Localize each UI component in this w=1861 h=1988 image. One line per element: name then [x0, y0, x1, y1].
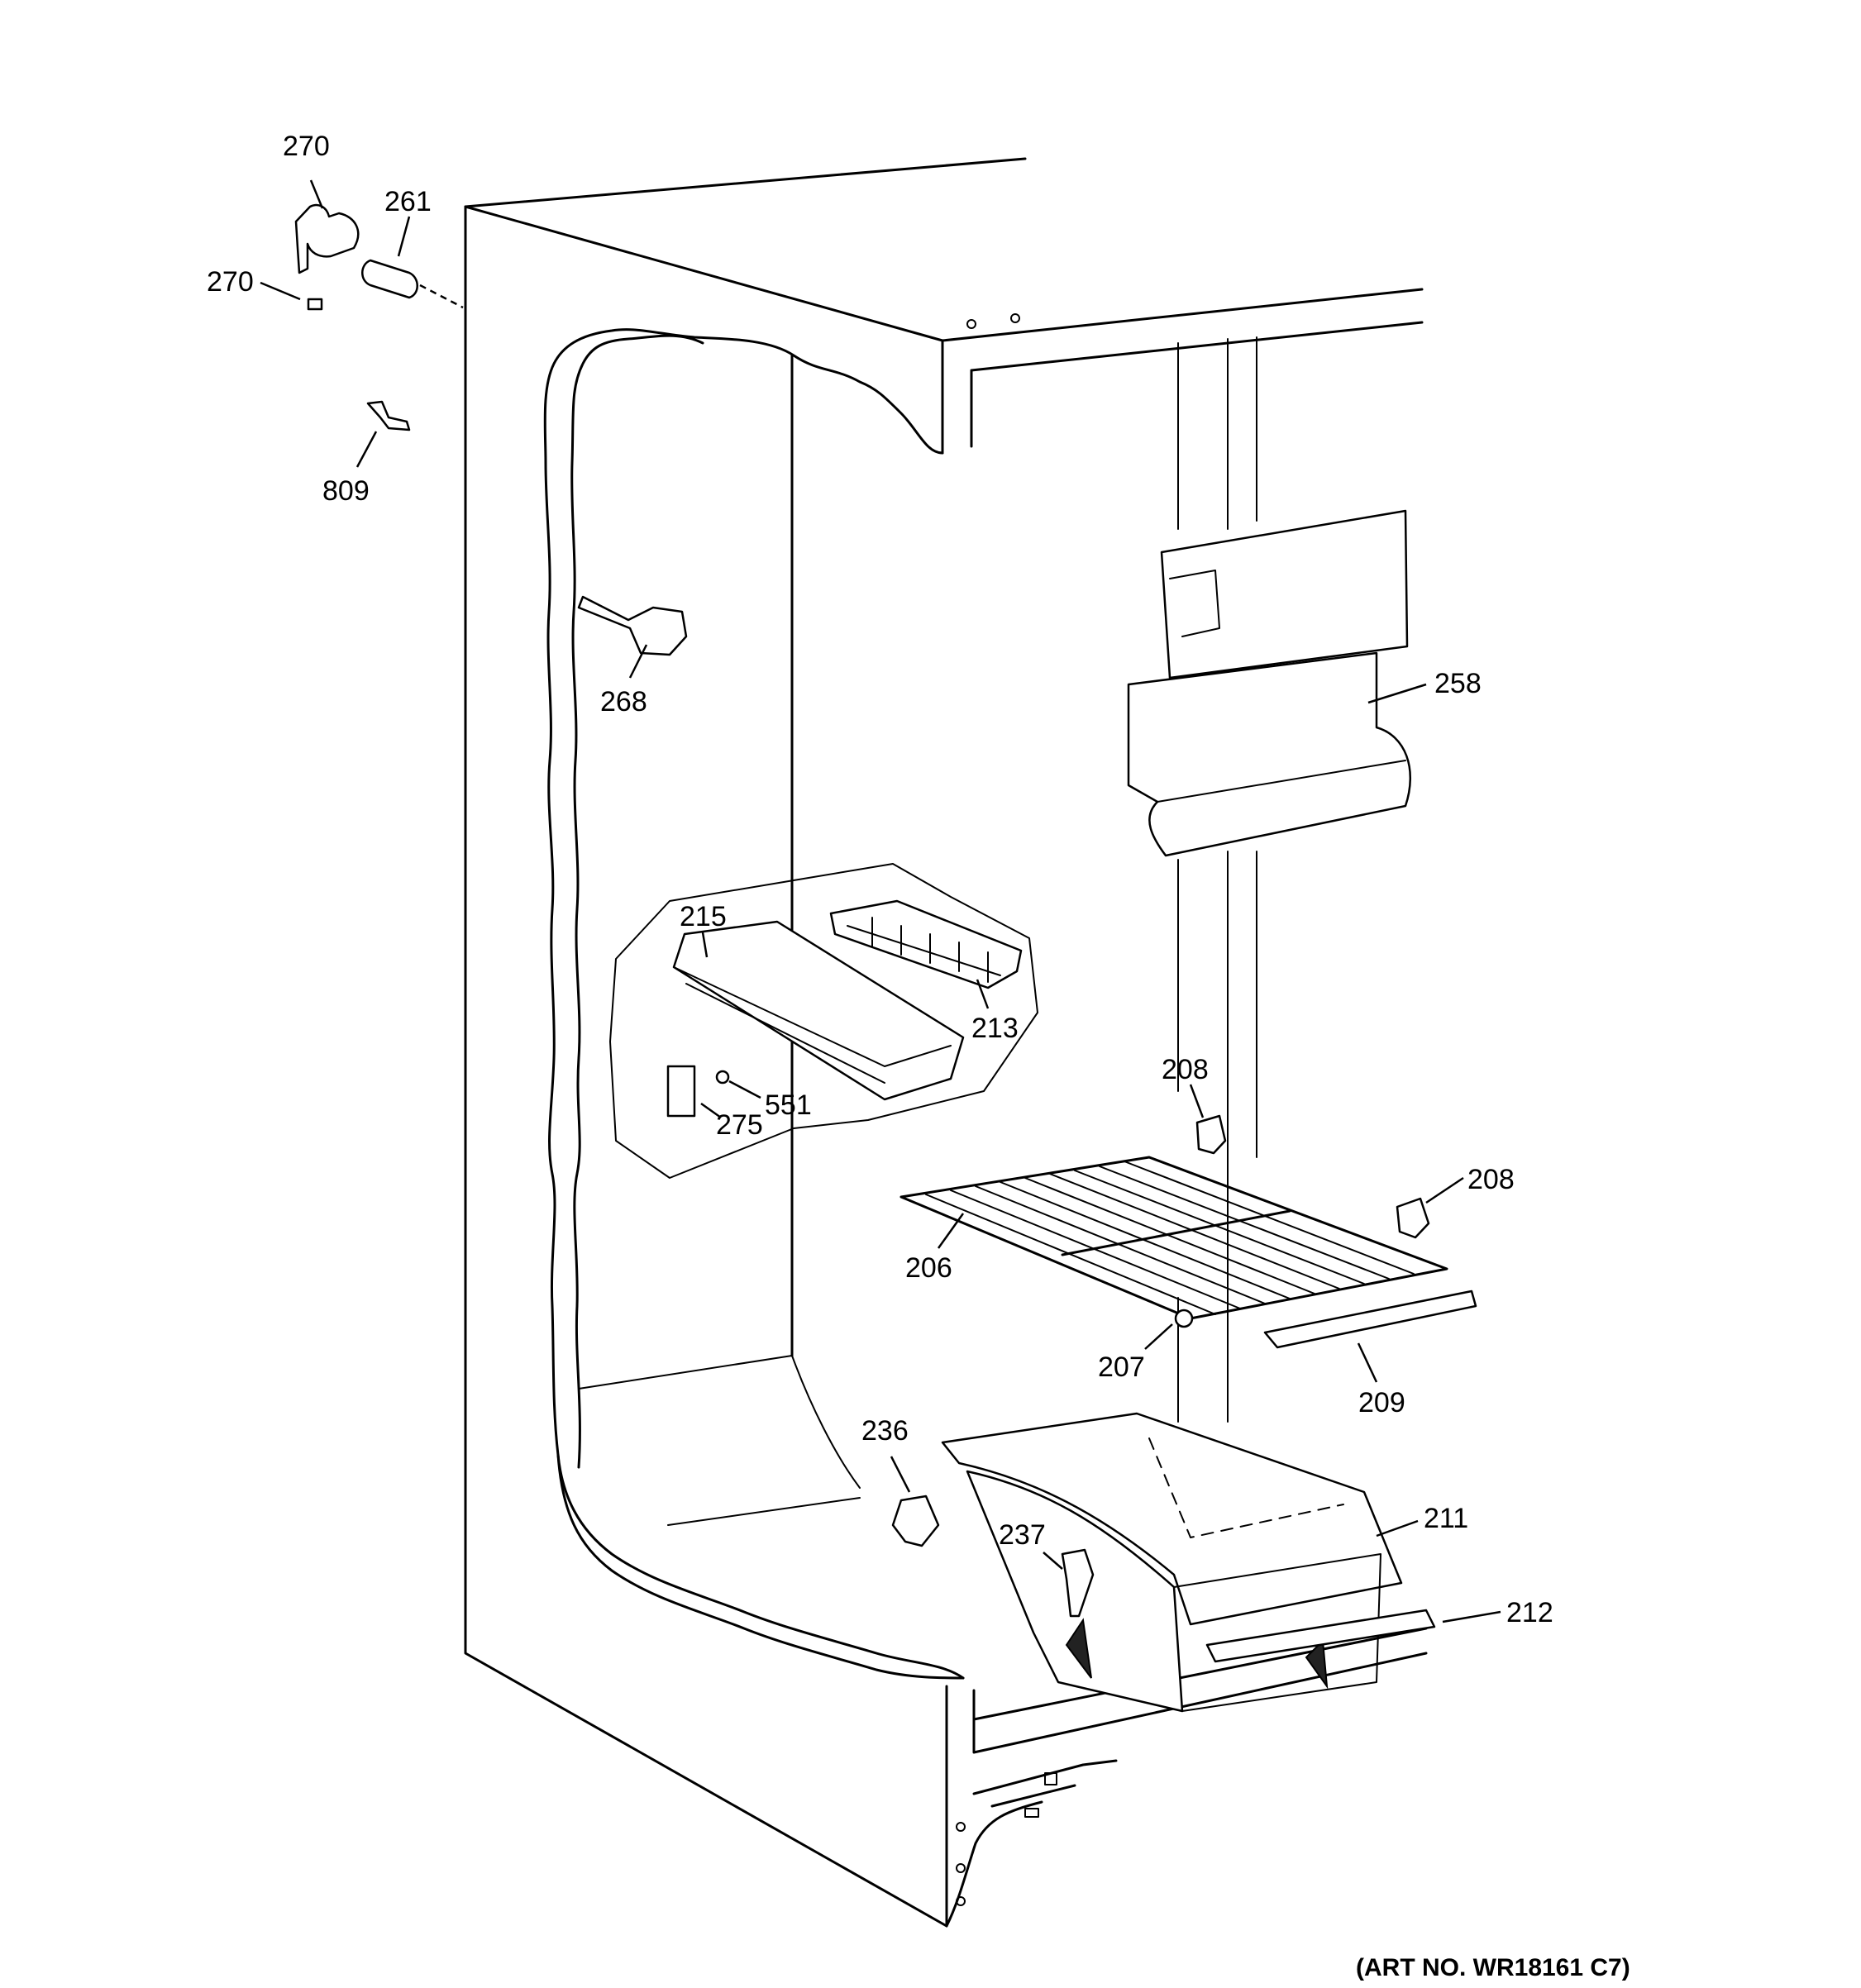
shelf-stud-207 [1174, 1309, 1194, 1328]
cabinet-side-panel [464, 205, 948, 1928]
callout-label: 209 [1358, 1387, 1405, 1418]
crisper-pan-211 [941, 1412, 1403, 1713]
rear-rail-middle [1177, 851, 1257, 1423]
screw-hole [956, 1896, 966, 1906]
leader-lines [260, 179, 1501, 1623]
rail-slot [1044, 1772, 1057, 1785]
nut-270 [307, 298, 323, 311]
art-number: (ART NO. WR18161 C7) [1356, 1954, 1630, 1981]
callout-label: 268 [600, 686, 647, 717]
callout-label: 237 [999, 1519, 1046, 1551]
cabinet-top-back-edge [464, 157, 1027, 208]
water-fitting-assembly [294, 203, 464, 311]
callout-label: 215 [680, 901, 727, 932]
pan-shading [1065, 1618, 1092, 1679]
callout-label: 551 [765, 1089, 812, 1121]
control-cover-258 [1127, 509, 1412, 857]
callout-label: 236 [861, 1415, 909, 1447]
liner-floor-left [578, 1355, 793, 1390]
screw-551 [715, 1070, 730, 1085]
shelf-clip-208-upper [1195, 1114, 1227, 1155]
callout-label: 207 [1098, 1352, 1145, 1383]
callout-label: 809 [322, 475, 370, 507]
pan-support-237 [1061, 1548, 1095, 1618]
inset-outline [609, 863, 1038, 1179]
bracket-275 [666, 1065, 696, 1118]
cover-plate-258 [1160, 509, 1409, 679]
tube-path-dashed [419, 284, 464, 309]
cabinet-bottom-rail [972, 1627, 1428, 1808]
callout-label: 208 [1162, 1054, 1209, 1085]
callout-label: 275 [716, 1109, 763, 1141]
callout-label: 212 [1506, 1597, 1553, 1628]
callout-label: 211 [1424, 1503, 1468, 1534]
cabinet-liner-edge-outer [543, 328, 965, 1680]
shelf-crossbar [1061, 1209, 1291, 1256]
liner-floor-curve [791, 1355, 861, 1489]
pan-hidden-edge [1148, 1437, 1344, 1538]
liner-floor-back [667, 1497, 861, 1526]
screw-hole [956, 1863, 966, 1873]
callout-label: 213 [971, 1013, 1019, 1044]
callout-label: 270 [207, 266, 254, 298]
pan-shading [1305, 1638, 1329, 1690]
cabinet-top-flange [970, 321, 1424, 448]
refrigerator-cabinet [464, 157, 1428, 1928]
screw-hole [956, 1822, 966, 1832]
screw-hole [966, 319, 976, 329]
shelf-hanger-268 [577, 595, 688, 656]
screw-hole [1010, 313, 1020, 323]
callout-label: 270 [283, 131, 330, 162]
pan-rim [941, 1412, 1403, 1626]
cover-bracket-edge [1157, 760, 1406, 803]
callout-labels: 270 261 270 809 268 258 215 213 551 275 … [207, 131, 1630, 1981]
inset-accessories [609, 863, 1038, 1179]
callout-label: 258 [1434, 668, 1482, 699]
callout-label: 208 [1467, 1164, 1515, 1195]
pan-handle-212 [1205, 1609, 1436, 1663]
elbow-fitting-270 [294, 203, 360, 274]
callout-label: 206 [905, 1252, 952, 1284]
shelf-clip-208-lower [1396, 1197, 1430, 1239]
cabinet-liner-edge-inner [556, 334, 965, 1680]
pan-support-236 [891, 1495, 940, 1547]
callout-label: 261 [384, 186, 432, 217]
wire-shelf-206 [899, 1156, 1448, 1320]
cover-panel-detail [1169, 570, 1220, 637]
tube-261 [361, 259, 418, 299]
cabinet-top-front-edge [464, 205, 1424, 342]
cover-bracket-258 [1127, 651, 1412, 857]
clip-809 [366, 400, 411, 431]
shelf-trim-209 [1263, 1290, 1477, 1349]
door-bin-215-edge [673, 966, 952, 1084]
rail-slot [1024, 1808, 1039, 1818]
ice-tray-cells [847, 917, 1001, 983]
shelf-frame [899, 1156, 1448, 1320]
rear-rail-upper [1177, 336, 1257, 530]
